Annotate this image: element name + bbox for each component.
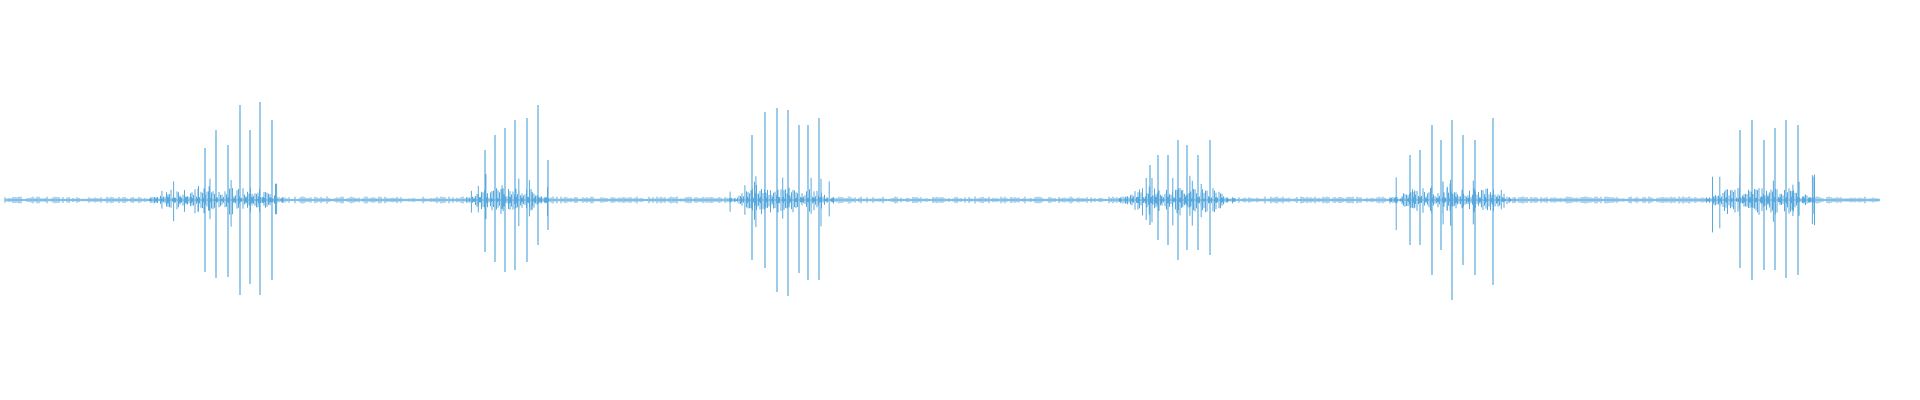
waveform-burst-5 [1389,118,1515,300]
burst-body [464,174,550,227]
burst-body [1704,174,1815,233]
waveform-burst-3 [729,108,836,296]
waveform-burst-2 [464,105,550,272]
waveform-burst-4 [1119,140,1235,260]
waveform-bursts [149,102,1815,300]
waveform-burst-6 [1704,120,1815,280]
burst-body [1119,175,1235,226]
burst-body [149,178,286,227]
waveform-burst-1 [149,102,286,295]
burst-body [729,176,836,228]
